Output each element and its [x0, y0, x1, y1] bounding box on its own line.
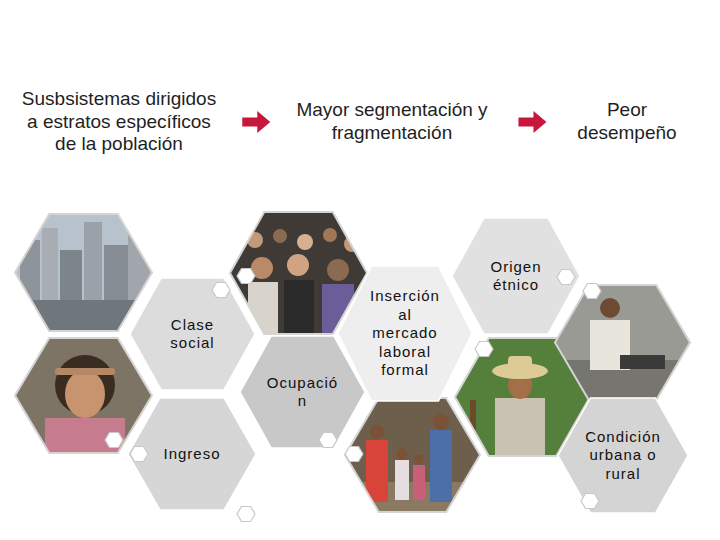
small-hexagon — [475, 342, 493, 357]
stage-label: Peor desempeño — [571, 99, 682, 145]
photo-frame — [15, 214, 152, 331]
stage-label: Mayor segmentación y fragmentación — [292, 99, 492, 145]
stage-box: Mayor segmentación y fragmentación — [290, 95, 493, 149]
city-photo — [15, 214, 152, 331]
child — [395, 460, 409, 500]
hexagon-box: Inserción al mercado laboral formal — [338, 266, 472, 401]
floor — [345, 482, 480, 512]
hexagon-box: Ocupació n — [240, 336, 365, 448]
block-arrow — [518, 111, 546, 133]
node-body: Susbsistemas dirigidos a estratos especí… — [19, 88, 219, 156]
shirt — [495, 398, 545, 458]
body — [284, 280, 314, 340]
photo-frame — [555, 285, 690, 400]
stage-box: Susbsistemas dirigidos a estratos especí… — [16, 84, 222, 160]
factor-label: Inserción al mercado laboral formal — [368, 287, 442, 379]
girl-photo — [15, 338, 152, 458]
head — [273, 229, 287, 243]
node-body: Mayor segmentación y fragmentación — [292, 99, 492, 145]
small-hexagon — [345, 447, 363, 462]
factor-label: Ocupació n — [265, 374, 341, 411]
background — [555, 285, 690, 400]
dress — [366, 440, 388, 502]
head — [327, 259, 349, 281]
small-hexagon — [581, 494, 599, 509]
head — [287, 254, 309, 276]
node-body: Inserción al mercado laboral formal — [368, 287, 442, 379]
small-hexagon — [557, 270, 575, 285]
hat-crown — [508, 356, 532, 371]
head — [323, 228, 337, 242]
head — [297, 234, 313, 250]
small-hexagon — [237, 269, 255, 284]
photo-frame — [15, 338, 152, 453]
man — [430, 430, 452, 502]
child — [413, 465, 425, 500]
head — [433, 414, 449, 430]
wall — [345, 398, 480, 512]
hexagon-outline — [130, 278, 255, 390]
arms — [55, 368, 115, 375]
small-hexagon — [583, 284, 601, 299]
street-level — [15, 300, 152, 331]
head — [414, 454, 424, 464]
hexagon-outline — [452, 218, 580, 334]
node-body: Condición urbana o rural — [583, 428, 663, 483]
hexagon-outline — [240, 336, 365, 448]
hexagon-outline — [128, 398, 256, 510]
small-hexagon — [237, 507, 255, 522]
head — [600, 298, 620, 318]
small-hexagon — [130, 447, 148, 462]
hexagon-box: Condición urbana o rural — [558, 398, 688, 513]
stage-label: Susbsistemas dirigidos a estratos especí… — [19, 88, 219, 156]
small-hexagon — [319, 433, 337, 448]
factor-label: Origen étnico — [485, 258, 547, 295]
factor-label: Ingreso — [163, 445, 220, 463]
node-body: Peor desempeño — [571, 99, 682, 145]
family-photo — [345, 398, 480, 512]
small-hexagon — [212, 283, 230, 298]
hexagon-outline — [338, 266, 472, 401]
node-body: Origen étnico — [485, 258, 547, 295]
photo-frame — [345, 398, 480, 512]
legs — [620, 355, 665, 369]
face — [65, 370, 105, 418]
factor-label: Condición urbana o rural — [583, 428, 663, 483]
factor-label: Clase social — [163, 316, 223, 353]
sky — [15, 214, 152, 331]
small-hexagon — [105, 433, 123, 448]
hexagon-outline — [558, 398, 688, 513]
node-body: Ocupació n — [265, 374, 341, 411]
stage-box: Peor desempeño — [571, 95, 682, 149]
node-body: Ingreso — [163, 445, 220, 463]
seated-man-photo — [555, 285, 690, 400]
head — [396, 448, 408, 460]
block-arrow — [242, 111, 270, 133]
hexagon-box: Clase social — [130, 278, 255, 390]
head — [370, 425, 384, 439]
node-body: Clase social — [163, 316, 223, 353]
head — [344, 236, 360, 252]
